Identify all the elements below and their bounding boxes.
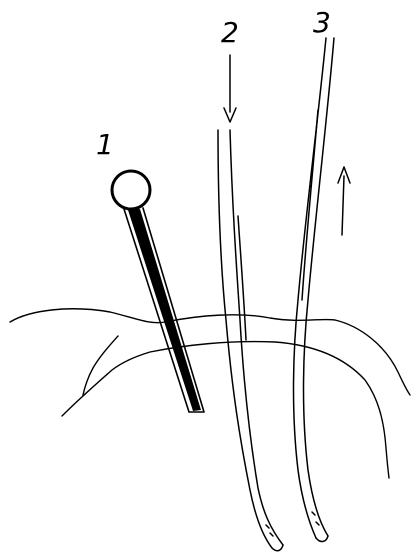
tube-left-line-a xyxy=(218,130,272,548)
tube-right xyxy=(294,38,351,542)
tube-left-label: 2 xyxy=(221,19,239,47)
pin xyxy=(112,171,204,412)
tube-right-tip xyxy=(316,536,328,542)
tissue-lines xyxy=(10,309,410,478)
tube-left-line-c xyxy=(238,216,246,340)
lower-tissue-line xyxy=(62,342,389,478)
tissue-fold xyxy=(83,336,118,395)
upper-tissue-line xyxy=(10,309,410,395)
tube-left-tip xyxy=(272,545,283,551)
tube-left xyxy=(218,55,283,551)
pin-label: 1 xyxy=(96,131,114,159)
tube-left-line-b xyxy=(230,130,283,545)
arrow-up-shaft xyxy=(342,176,344,235)
tube-right-label: 3 xyxy=(313,9,331,37)
pin-shaft-fill xyxy=(128,209,201,411)
pin-head xyxy=(112,171,150,209)
